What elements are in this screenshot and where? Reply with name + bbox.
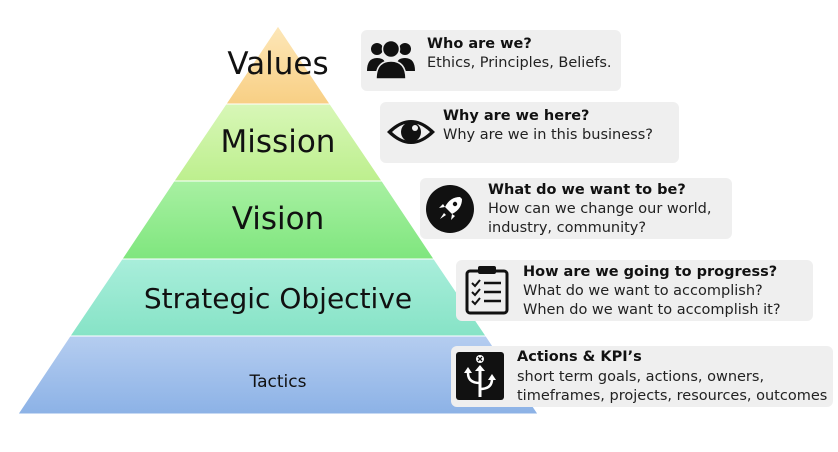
level-label-mission: Mission	[220, 124, 336, 160]
card-title: What do we want to be?	[488, 182, 686, 198]
card-what-do-we-want-to-be: What do we want to be? How can we change…	[420, 178, 732, 239]
card-title: Why are we here?	[443, 108, 590, 124]
pyramid-level-tactics	[17, 335, 539, 415]
card-body-line: Why are we in this business?	[443, 127, 653, 143]
checklist-icon	[465, 266, 509, 315]
card-body-line: What do we want to accomplish?	[523, 283, 763, 299]
card-title: How are we going to progress?	[523, 264, 778, 280]
rocket-icon	[426, 185, 474, 233]
card-how-are-we-going-to-progress: How are we going to progress? What do we…	[456, 260, 813, 321]
direction-arrows-icon	[456, 352, 504, 400]
card-body-line: How can we change our world,	[488, 201, 712, 217]
people-icon	[367, 39, 415, 80]
level-label-values: Values	[227, 46, 329, 82]
level-label-tactics: Tactics	[249, 372, 307, 392]
card-body-line: industry, community?	[488, 220, 647, 236]
card-title: Actions & KPI’s	[517, 349, 642, 365]
card-actions-and-kpis: Actions & KPI’s short term goals, action…	[451, 346, 833, 407]
eye-icon	[387, 120, 435, 144]
level-label-vision: Vision	[231, 201, 325, 237]
card-title: Who are we?	[427, 36, 532, 52]
card-why-are-we-here: Why are we here? Why are we in this busi…	[380, 102, 679, 163]
level-label-strategic-objective: Strategic Objective	[143, 282, 413, 315]
card-body-line: timeframes, projects, resources, outcome…	[517, 388, 828, 404]
card-body-line: short term goals, actions, owners,	[517, 369, 765, 385]
card-body-line: Ethics, Principles, Beliefs.	[427, 55, 612, 71]
card-body-line: When do we want to accomplish it?	[523, 302, 781, 318]
card-who-are-we: Who are we? Ethics, Principles, Beliefs.	[361, 30, 621, 91]
